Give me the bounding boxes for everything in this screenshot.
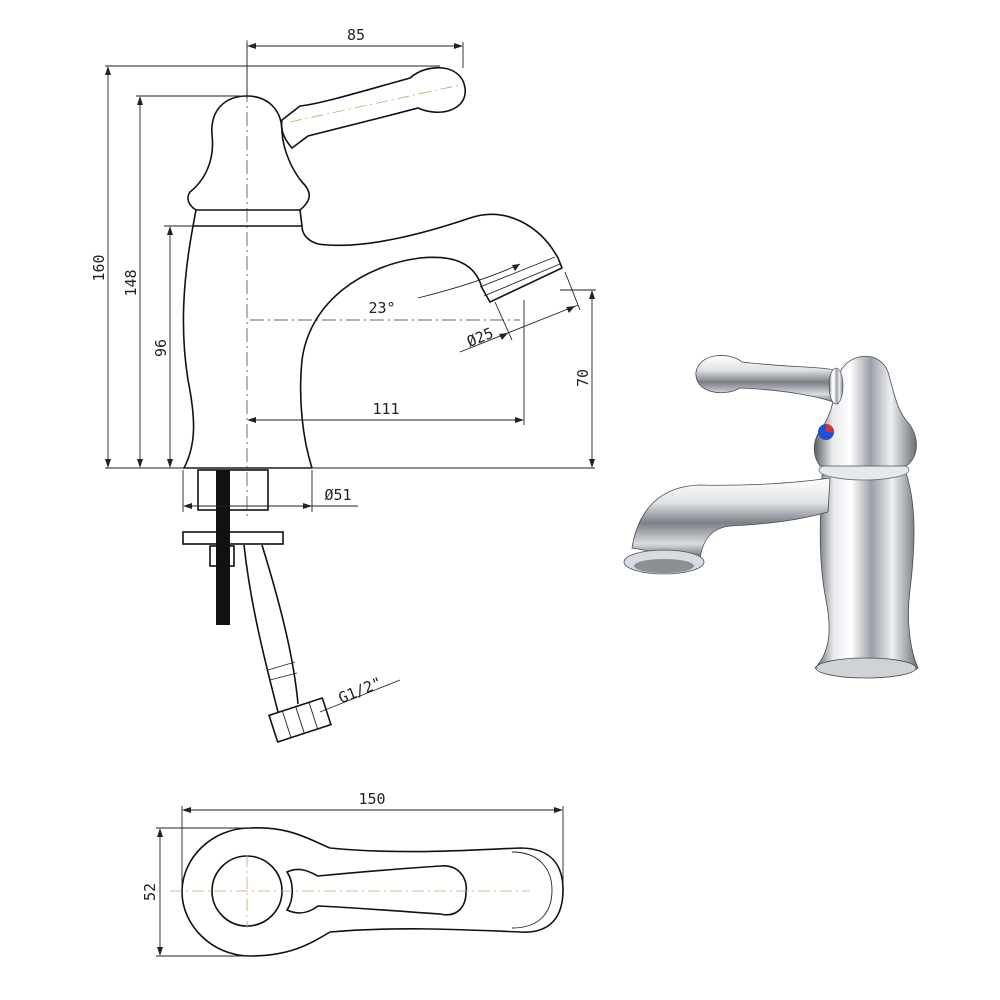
- dim-angle: 23°: [368, 299, 395, 317]
- dim-width-top: 85: [347, 26, 365, 44]
- flexible-hose: [243, 544, 299, 713]
- nut: [209, 545, 235, 567]
- photo-lever: [695, 355, 841, 405]
- faucet-product-photo: [623, 355, 919, 679]
- dim-width: 52: [141, 883, 159, 901]
- dim-height-total: 160: [90, 254, 108, 281]
- side-view-drawing: [182, 40, 564, 743]
- spout-tip-inner: [511, 851, 553, 929]
- dim-height-148: 148: [122, 269, 140, 296]
- photo-lever-hub: [828, 367, 844, 405]
- aerator-lines: [479, 256, 561, 297]
- collar-band: [192, 209, 303, 227]
- lever-centerline: [289, 84, 461, 123]
- threaded-stud: [216, 470, 230, 625]
- photo-base: [815, 657, 917, 679]
- dim-length: 150: [358, 790, 385, 808]
- dim-height-body: 96: [152, 339, 170, 357]
- dim-reach: 111: [372, 400, 399, 418]
- dim-base-diameter: Ø51: [324, 486, 351, 504]
- dim-connection-thread: G1/2": [336, 674, 385, 708]
- photo-body: [814, 469, 919, 678]
- hot-indicator: [826, 424, 834, 432]
- mounting-shank: [197, 469, 269, 511]
- lever-top-outline: [285, 865, 468, 916]
- photo-aerator-inner: [634, 559, 694, 573]
- top-view-drawing: [170, 827, 564, 957]
- top-view-outline: [181, 827, 564, 957]
- lever-handle: [280, 66, 466, 150]
- side-view-dimensions: 85 160 148 96 23° Ø25: [90, 26, 596, 713]
- faucet-body-outline: [182, 213, 564, 469]
- hose-end-nut: [268, 697, 332, 743]
- dim-outlet-height: 70: [574, 369, 592, 387]
- hose-ferrule: [267, 661, 298, 681]
- mounting-washer: [182, 531, 284, 545]
- top-view-dimensions: 150 52: [141, 790, 564, 957]
- photo-spout: [631, 477, 831, 561]
- dim-aerator-diameter: Ø25: [464, 324, 496, 351]
